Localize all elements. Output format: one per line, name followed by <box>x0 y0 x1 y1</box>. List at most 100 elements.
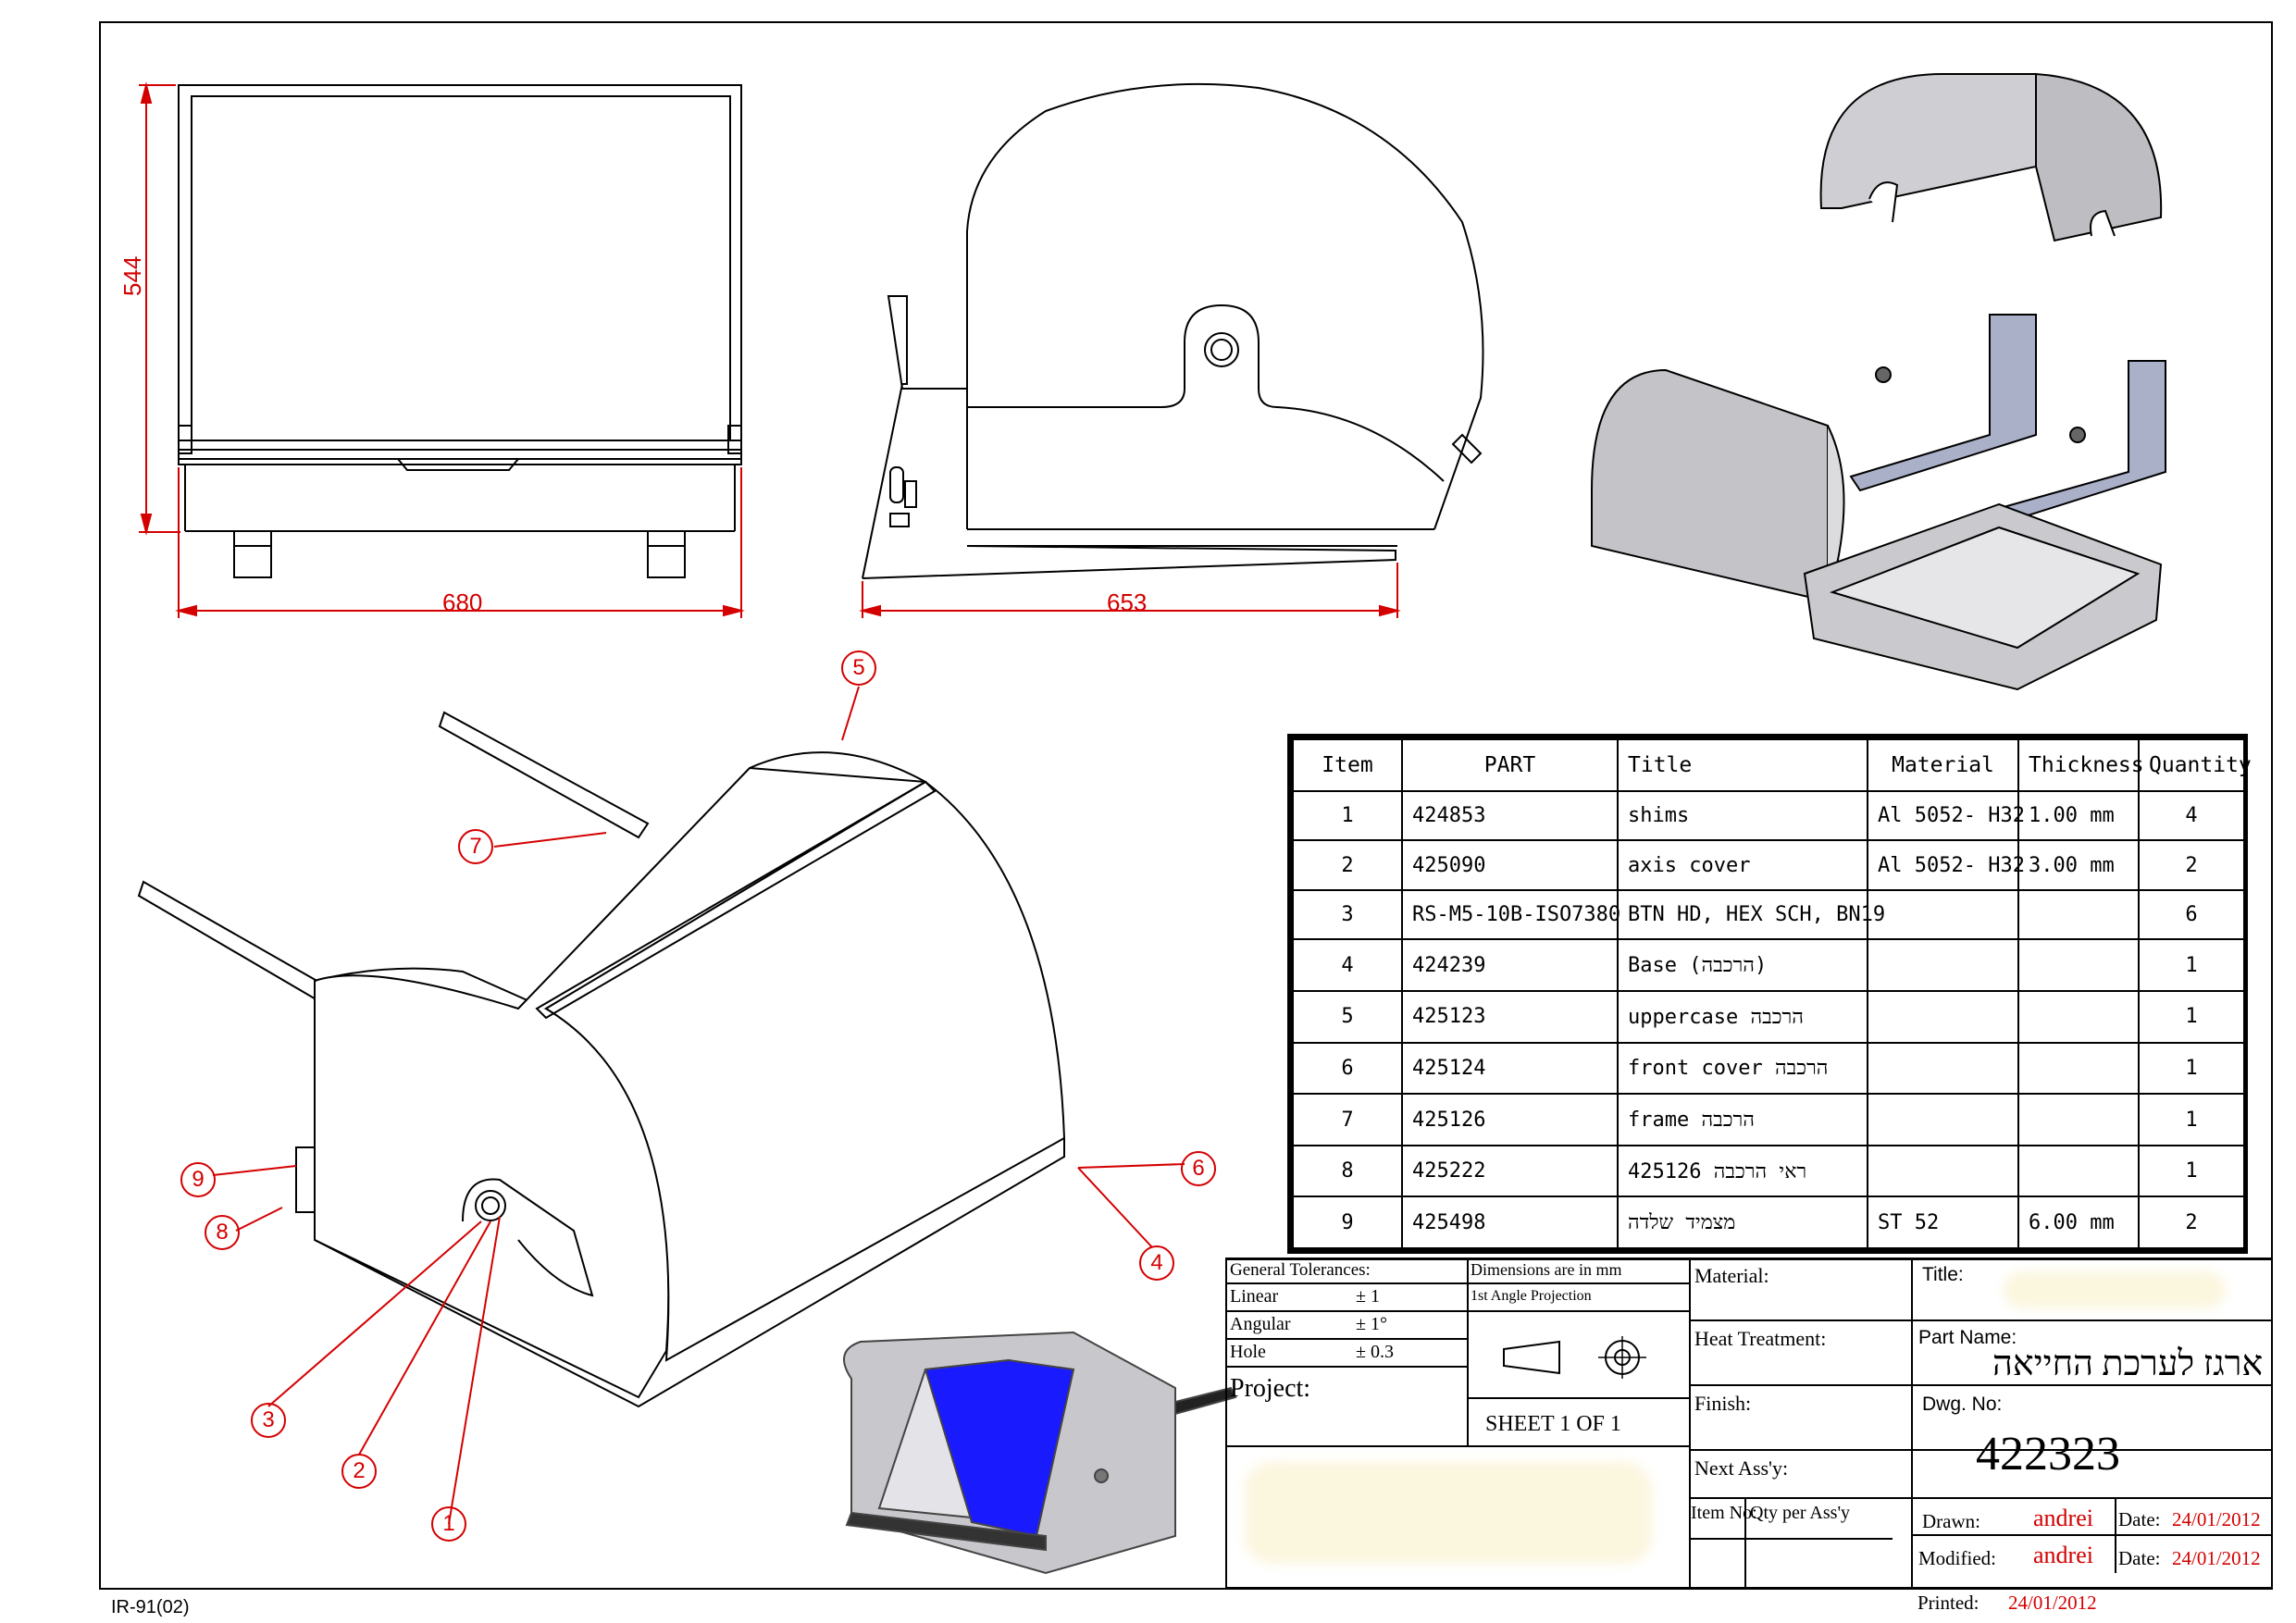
modified-date-label: Date: <box>2118 1547 2161 1569</box>
bom-header-item: Item <box>1292 738 1403 792</box>
bom-part: 424239 <box>1401 938 1619 993</box>
heat-treatment-label: Heat Treatment: <box>1694 1327 1827 1350</box>
qty-per-assy-label: Qty per Ass'y <box>1750 1503 1851 1523</box>
dim-front-height: 544 <box>118 255 146 296</box>
part-name-label: Part Name: <box>1918 1327 2017 1348</box>
balloon-5: 5 <box>852 655 865 680</box>
bom-material: Al 5052- H32 <box>1867 789 2025 842</box>
bom-part: 425126 <box>1401 1093 1619 1146</box>
bom-part: 425498 <box>1401 1196 1619 1249</box>
side-dimensions <box>859 563 1401 618</box>
tolerance-hole-label: Hole <box>1230 1342 1266 1362</box>
balloon-leaders <box>212 686 1185 1525</box>
bom-material <box>1867 1041 2019 1096</box>
bom-qty: 1 <box>2138 990 2245 1044</box>
bom-thickness <box>2017 938 2140 993</box>
form-code: IR-91(02) <box>111 1597 190 1617</box>
tolerance-linear-value: ± 1 <box>1356 1286 1380 1307</box>
bom-thickness: 1.00 mm <box>2017 789 2140 842</box>
bom-qty: 2 <box>2138 839 2245 891</box>
bom-qty: 1 <box>2138 1041 2245 1096</box>
tolerance-angular-value: ± 1° <box>1356 1314 1387 1334</box>
bom-material: ST 52 <box>1867 1196 2019 1249</box>
bom-header-part: PART <box>1401 738 1619 792</box>
material-label: Material: <box>1694 1264 1769 1287</box>
dim-front-width: 680 <box>442 588 483 616</box>
part-name: ארגז לערכת החייאה <box>1992 1344 2264 1383</box>
bom-thickness <box>2017 1041 2140 1096</box>
bom-qty: 4 <box>2138 789 2245 842</box>
bom-title: מצמיד שלדה <box>1617 1196 1868 1249</box>
balloon-circles <box>180 650 1216 1542</box>
bom-thickness <box>2017 1093 2140 1146</box>
bom-title: axis cover <box>1617 839 1868 891</box>
bom-header-quantity: Quantity <box>2138 738 2252 792</box>
bom-item: 3 <box>1292 888 1403 941</box>
bom-header-title: Title <box>1617 738 1868 792</box>
bom-material <box>1867 888 2019 941</box>
bom-title: Base (הרכבה) <box>1617 938 1868 993</box>
balloon-9: 9 <box>192 1167 205 1192</box>
item-no-label: Item No: <box>1691 1503 1757 1523</box>
balloon-8: 8 <box>216 1220 229 1245</box>
bom-item: 4 <box>1292 938 1403 993</box>
bom-part: 425123 <box>1401 990 1619 1044</box>
printed-label: Printed: <box>1917 1592 1980 1614</box>
project-label: Project: <box>1230 1374 1311 1403</box>
bom-title: BTN HD, HEX SCH, BN19 <box>1617 888 1885 941</box>
bom-qty: 1 <box>2138 938 2245 993</box>
bom-qty: 6 <box>2138 888 2245 941</box>
bom-header-row: Item PART Title Material Thickness Quant… <box>1292 738 2252 792</box>
redacted-company <box>1245 1462 1652 1564</box>
bom-thickness: 6.00 mm <box>2017 1196 2140 1249</box>
drawn-by: andrei <box>2033 1505 2093 1531</box>
side-view <box>862 82 1484 579</box>
bill-of-materials: Item PART Title Material Thickness Quant… <box>1287 734 2252 1254</box>
redacted-title <box>2004 1271 2226 1308</box>
tolerance-angular-label: Angular <box>1230 1314 1291 1334</box>
general-tolerances-label: General Tolerances: <box>1230 1260 1371 1280</box>
bom-item: 5 <box>1292 990 1403 1044</box>
tolerance-linear-label: Linear <box>1230 1286 1279 1307</box>
dim-side-width: 653 <box>1107 588 1148 616</box>
bom-material <box>1867 990 2019 1044</box>
projection-label: 1st Angle Projection <box>1471 1288 1592 1304</box>
exploded-view <box>1591 72 2166 691</box>
dwg-no: 422323 <box>1976 1428 2120 1481</box>
bom-part: 425124 <box>1401 1041 1619 1096</box>
balloon-3: 3 <box>262 1407 275 1432</box>
bom-item: 8 <box>1292 1144 1403 1198</box>
bom-thickness <box>2017 1144 2140 1198</box>
sheet-border <box>99 21 2273 1590</box>
bom-thickness <box>2017 990 2140 1044</box>
bom-qty: 1 <box>2138 1093 2245 1146</box>
balloon-7: 7 <box>469 834 482 859</box>
bom-title: frame הרכבה <box>1617 1093 1868 1146</box>
bom-part: 425090 <box>1401 839 1619 891</box>
bom-header-thickness: Thickness <box>2017 738 2144 792</box>
tolerance-hole-value: ± 0.3 <box>1356 1342 1394 1362</box>
bom-part: RS-M5-10B-ISO7380 <box>1401 888 1620 941</box>
bom-thickness <box>2017 888 2140 941</box>
bom-qty: 1 <box>2138 1144 2245 1198</box>
next-assy-label: Next Ass'y: <box>1694 1456 1789 1480</box>
bom-item: 7 <box>1292 1093 1403 1146</box>
first-angle-projection-symbol <box>1503 1336 1646 1379</box>
printed-date: 24/01/2012 <box>2008 1592 2097 1614</box>
bom-material <box>1867 1093 2019 1146</box>
balloon-6: 6 <box>1192 1156 1205 1181</box>
bom-item: 1 <box>1292 789 1403 842</box>
drawn-label: Drawn: <box>1922 1510 1980 1532</box>
bom-material: Al 5052- H32 <box>1867 839 2025 891</box>
bom-title: shims <box>1617 789 1868 842</box>
